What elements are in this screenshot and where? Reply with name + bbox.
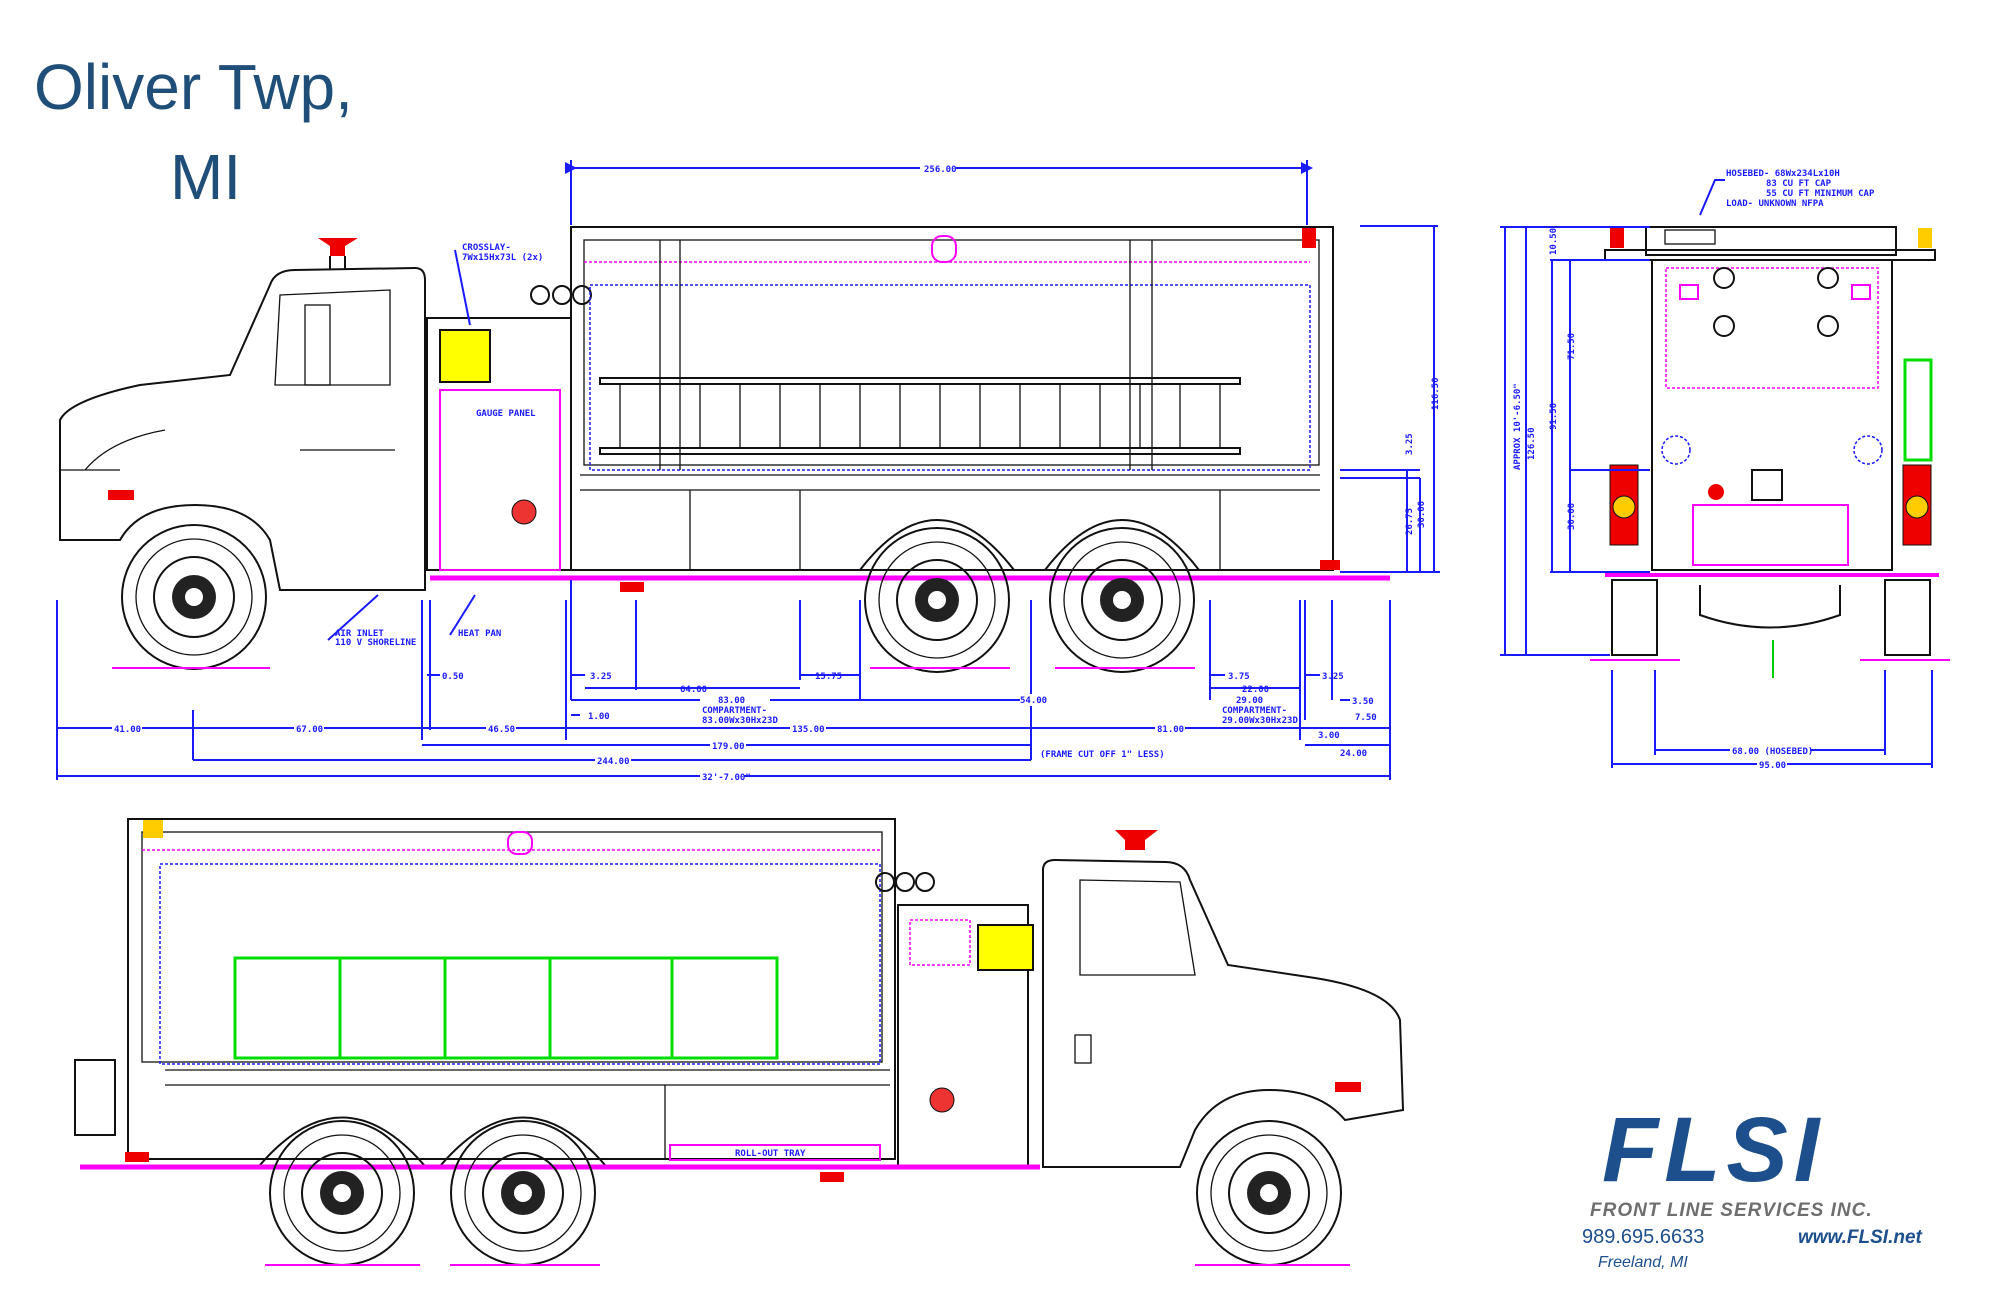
beacon-light bbox=[318, 238, 358, 256]
dimension-label: 54.00 bbox=[1020, 696, 1047, 706]
dimension-label: 29.00 bbox=[1236, 696, 1263, 706]
dimension-label: 30.00 bbox=[1567, 503, 1577, 530]
dimension-label: 179.00 bbox=[712, 742, 745, 752]
crosslay-bed bbox=[439, 329, 491, 383]
rear-view bbox=[1590, 226, 1950, 678]
dimension-label: 3.25 bbox=[590, 672, 612, 682]
dimension-label: 24.00 bbox=[1340, 749, 1367, 759]
dimension-label: 26.75 bbox=[1405, 508, 1415, 535]
dimension-label: 29.00Wx30Hx23D bbox=[1222, 716, 1298, 726]
side-view-driver bbox=[59, 226, 1390, 673]
cab-2 bbox=[1042, 858, 1405, 1168]
dimension-label: 30.00 bbox=[1417, 501, 1427, 528]
dimension-label: 71.50 bbox=[1567, 333, 1577, 360]
flsi-logo: FLSI FRONT LINE SERVICES INC. 989.695.66… bbox=[1582, 1104, 1962, 1284]
hose-tray bbox=[233, 956, 779, 1060]
dimension-label: 3.75 bbox=[1228, 672, 1250, 682]
company-name: FRONT LINE SERVICES INC. bbox=[1590, 1200, 1873, 1221]
dimension-label: (FRAME CUT OFF 1" LESS) bbox=[1040, 750, 1165, 760]
rear-wheel-2 bbox=[1049, 527, 1195, 673]
dimension-label: HEAT PAN bbox=[458, 629, 501, 639]
dimension-label: 3.50 bbox=[1352, 697, 1374, 707]
dimension-label: 10.50 bbox=[1549, 228, 1559, 255]
rear-panel bbox=[1651, 259, 1893, 571]
dimension-label: 91.50 bbox=[1549, 403, 1559, 430]
dimension-label: 83.00 bbox=[718, 696, 745, 706]
dimension-label: 3.25 bbox=[1322, 672, 1344, 682]
dimension-label: 1.00 bbox=[588, 712, 610, 722]
dimension-label: 41.00 bbox=[114, 725, 141, 735]
marker-light bbox=[108, 490, 134, 500]
rear-wheel-3 bbox=[269, 1120, 415, 1266]
tanker-body-2 bbox=[127, 818, 896, 1160]
dimension-label: 116.50 bbox=[1431, 377, 1441, 410]
dimension-label: GAUGE PANEL bbox=[476, 409, 536, 419]
dimension-label: CROSSLAY- bbox=[462, 243, 511, 253]
front-wheel bbox=[121, 524, 267, 670]
dimension-label: 3.25 bbox=[1405, 433, 1415, 455]
dimension-label: 110 V SHORELINE bbox=[335, 638, 416, 648]
dimension-label: 83 CU FT CAP bbox=[1766, 179, 1832, 189]
dimension-label: 135.00 bbox=[792, 725, 825, 735]
dimension-label: 32'-7.00" bbox=[702, 773, 751, 783]
dimension-label: 83.00Wx30Hx23D bbox=[702, 716, 778, 726]
rear-wheel-1 bbox=[864, 527, 1010, 673]
title-line-1: Oliver Twp, bbox=[34, 51, 353, 123]
rollout-tray-label: ROLL-OUT TRAY bbox=[735, 1149, 806, 1159]
dimension-label: 244.00 bbox=[597, 757, 630, 767]
dimension-label: 67.00 bbox=[296, 725, 323, 735]
dimension-label: 0.50 bbox=[442, 672, 464, 682]
website-link[interactable]: www.FLSI.net bbox=[1798, 1227, 1922, 1248]
dimension-label: COMPARTMENT- bbox=[1222, 706, 1287, 716]
title-line-2: MI bbox=[170, 141, 242, 213]
side-view-officer: ROLL-OUT TRAY bbox=[74, 818, 1405, 1266]
dimension-label: 126.50 bbox=[1527, 427, 1537, 460]
dimension-label: APPROX 10'-6.50" bbox=[1513, 383, 1523, 470]
dimension-label: COMPARTMENT- bbox=[702, 706, 767, 716]
dimension-label: 7Wx15Hx73L (2x) bbox=[462, 253, 543, 263]
dimension-label: 68.00 (HOSEBED) bbox=[1732, 747, 1813, 757]
dimension-label: 46.50 bbox=[488, 725, 515, 735]
cab bbox=[59, 266, 426, 591]
rear-wheel-4 bbox=[450, 1120, 596, 1266]
phone-number: 989.695.6633 bbox=[1582, 1226, 1705, 1248]
side-view-dimensions: 256.00 CROSSLAY- 7Wx15Hx73L (2x) GAUGE P… bbox=[56, 160, 1441, 783]
dimension-label: AIR INLET bbox=[335, 629, 384, 639]
dimension-label: 15.75 bbox=[815, 672, 842, 682]
front-wheel-2 bbox=[1196, 1120, 1342, 1266]
logo-mark: FLSI bbox=[1602, 1099, 1826, 1201]
dimension-label: LOAD- UNKNOWN NFPA bbox=[1726, 199, 1824, 209]
ladder bbox=[599, 377, 1241, 455]
dimension-label: 95.00 bbox=[1759, 761, 1786, 771]
dimension-label: 55 CU FT MINIMUM CAP bbox=[1766, 189, 1875, 199]
dimension-label: 3.00 bbox=[1318, 731, 1340, 741]
dimension-label: 256.00 bbox=[924, 165, 957, 175]
tanker-body bbox=[570, 226, 1334, 571]
dimension-label: 22.00 bbox=[1242, 685, 1269, 695]
dimension-label: 81.00 bbox=[1157, 725, 1184, 735]
dimension-label: HOSEBED- 68Wx234Lx10H bbox=[1726, 169, 1840, 179]
location: Freeland, MI bbox=[1598, 1254, 1688, 1271]
dimension-label: 64.00 bbox=[680, 685, 707, 695]
dimension-label: 7.50 bbox=[1355, 713, 1377, 723]
rear-view-dimensions: HOSEBED- 68Wx234Lx10H 83 CU FT CAP 55 CU… bbox=[1500, 169, 1933, 771]
